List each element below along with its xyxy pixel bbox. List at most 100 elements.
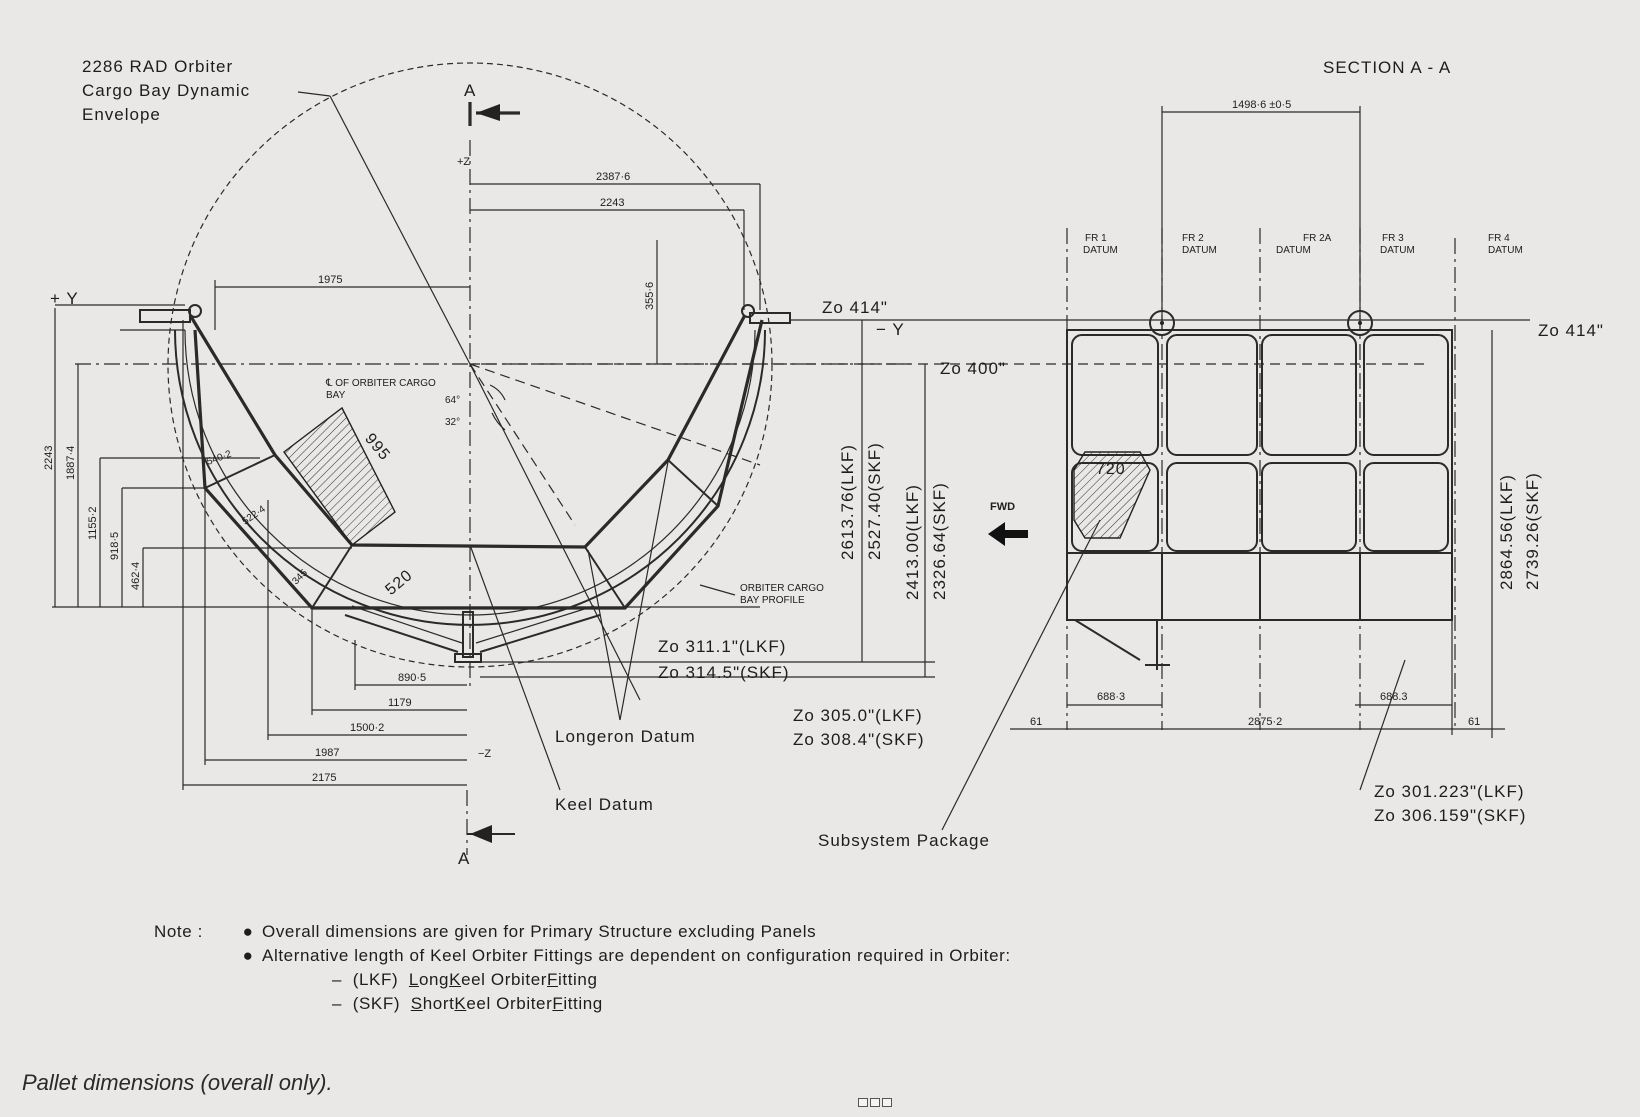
panel <box>1166 462 1258 552</box>
minus-z-label: −Z <box>478 748 491 760</box>
bullet-icon: ● <box>242 922 254 941</box>
panel <box>1363 334 1449 456</box>
zo-308: Zo 308.4"(SKF) <box>793 730 925 749</box>
note-line-1: Note : ● Overall dimensions are given fo… <box>154 920 1334 944</box>
dim-688a: 688·3 <box>1097 691 1125 703</box>
dim-1500: 1500·2 <box>350 722 384 734</box>
angle-arc-32 <box>491 412 506 431</box>
zo-400: Zo 400" <box>940 359 1006 378</box>
cargo-bay-profile <box>174 329 766 626</box>
envelope-leader <box>297 91 331 97</box>
zo-301: Zo 301.223"(LKF) <box>1374 782 1525 801</box>
profile-label-2: BAY PROFILE <box>740 595 805 606</box>
dim-2413: 2413.00(LKF) <box>903 484 922 600</box>
keel-fitting-foot <box>454 653 482 663</box>
dim-2739: 2739.26(SKF) <box>1523 472 1542 590</box>
dim-1498: 1498·6 ±0·5 <box>1232 99 1291 111</box>
keel-strut-right-b <box>475 605 595 644</box>
dim-918: 918·5 <box>109 532 121 560</box>
keel-label: Keel Datum <box>555 795 654 814</box>
zo301-leader <box>1359 659 1406 791</box>
cl-label-2: BAY <box>326 390 346 401</box>
trunnion-dot <box>1160 321 1164 325</box>
envelope-label-1: 2286 RAD Orbiter <box>82 57 233 76</box>
dim-2613: 2613.76(LKF) <box>838 444 857 560</box>
zo-314: Zo 314.5"(SKF) <box>658 663 790 682</box>
pallet-inner-profile <box>188 314 747 549</box>
profile-label-1: ORBITER CARGO <box>740 583 824 594</box>
profile-leader <box>699 584 736 596</box>
dim-1155: 1155·2 <box>87 507 99 540</box>
dim-2387: 2387·6 <box>596 171 630 183</box>
keel-leader <box>469 544 561 791</box>
dim-2175: 2175 <box>312 772 336 784</box>
dim-2527: 2527.40(SKF) <box>865 442 884 560</box>
dim-355: 355·6 <box>644 282 656 310</box>
left-longeron-fitting <box>139 309 191 323</box>
angle-32: 32° <box>445 417 460 428</box>
plus-y-label: + Y <box>50 289 79 308</box>
longeron-label: Longeron Datum <box>555 727 696 746</box>
trunnion-fr3 <box>1347 310 1373 336</box>
dim-61a: 61 <box>1030 716 1042 728</box>
dim-1975: 1975 <box>318 274 342 286</box>
dim-2326: 2326.64(SKF) <box>930 482 949 600</box>
section-arrow-bottom-head <box>470 825 492 843</box>
section-marker-top: A <box>464 81 476 100</box>
figure-caption: Pallet dimensions (overall only). <box>22 1070 333 1095</box>
panel <box>1363 462 1449 552</box>
cl-label-1: ℄ OF ORBITER CARGO <box>325 378 436 389</box>
trunnion-dot <box>1358 321 1362 325</box>
bullet-icon: ● <box>242 946 254 965</box>
dim-2243-left: 2243 <box>43 446 55 470</box>
hatched-envelope <box>283 406 396 546</box>
dim-2864: 2864.56(LKF) <box>1497 474 1516 590</box>
envelope-label-3: Envelope <box>82 105 161 124</box>
trunnion-fr2 <box>1149 310 1175 336</box>
dim-688b: 688.3 <box>1380 691 1408 703</box>
right-longeron-fitting <box>749 312 791 324</box>
angle-arc-64 <box>489 384 506 401</box>
zo-414-right: Zo 414" <box>1538 321 1604 340</box>
panel <box>1166 334 1258 456</box>
dim-61b: 61 <box>1468 716 1480 728</box>
dim-1887: 1887·4 <box>65 446 77 480</box>
fr2a-b: DATUM <box>1276 245 1311 256</box>
subsystem-package <box>1073 451 1151 539</box>
pallet-outer-profile <box>193 319 764 610</box>
dim-890: 890·5 <box>398 672 426 684</box>
fr3-b: DATUM <box>1380 245 1415 256</box>
angle-line-64 <box>469 363 576 526</box>
pallet-web-br <box>584 546 626 609</box>
pallet-web-bl <box>311 544 353 609</box>
note-text-2: Alternative length of Keel Orbiter Fitti… <box>262 946 1011 965</box>
angle-64: 64° <box>445 395 460 406</box>
fr3-a: FR 3 <box>1382 233 1404 244</box>
longeron-leader-b <box>619 461 669 721</box>
zo-414-left: Zo 414" <box>822 298 888 317</box>
panel <box>1261 462 1357 552</box>
right-trunnion <box>741 304 755 318</box>
keel-strut-left-b <box>351 605 463 644</box>
keel-fitting <box>462 611 474 658</box>
dim-520: 520 <box>382 567 416 599</box>
page-indicator-icon[interactable] <box>858 1098 892 1107</box>
fr4-b: DATUM <box>1488 245 1523 256</box>
keel-strut <box>1074 619 1141 661</box>
pallet-web-right <box>667 459 719 507</box>
dim-1179: 1179 <box>388 697 412 709</box>
fwd-arrow <box>988 522 1028 546</box>
section-title: SECTION A - A <box>1323 58 1451 77</box>
section-arrow-top-head <box>476 104 500 121</box>
note-head: Note : <box>154 922 203 941</box>
zo-311: Zo 311.1"(LKF) <box>658 637 786 656</box>
dim-2875: 2875·2 <box>1248 716 1282 728</box>
panel <box>1261 334 1357 456</box>
envelope-label-2: Cargo Bay Dynamic <box>82 81 250 100</box>
fr4-a: FR 4 <box>1488 233 1510 244</box>
radius-line <box>329 95 471 365</box>
note-text-1: Overall dimensions are given for Primary… <box>262 922 817 941</box>
notes: Note : ● Overall dimensions are given fo… <box>154 920 1334 1016</box>
